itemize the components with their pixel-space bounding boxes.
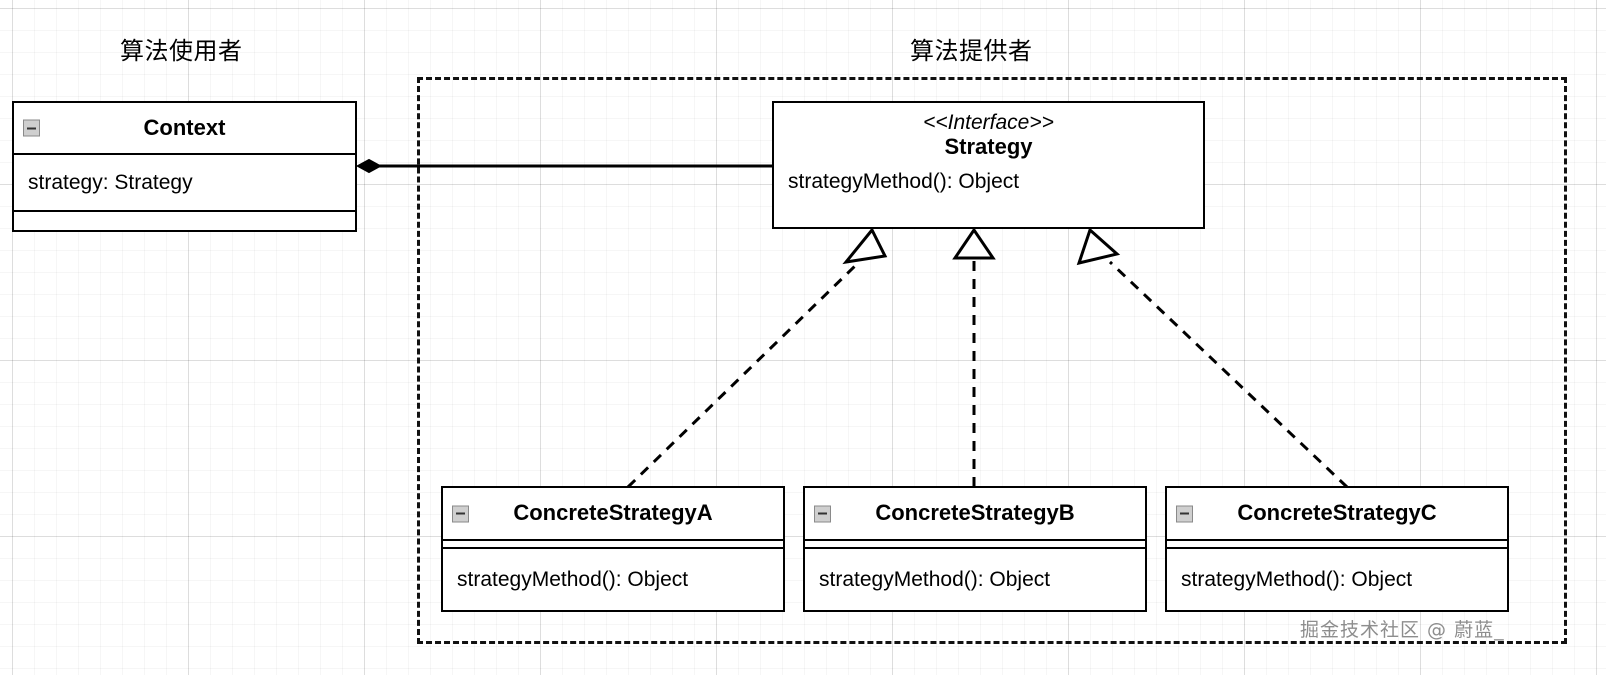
class-methods-concrete-strategy-c: strategyMethod(): Object (1167, 549, 1507, 610)
attribute-item: strategy: Strategy (28, 170, 193, 194)
class-header-concrete-strategy-b: ConcreteStrategyB (805, 488, 1145, 541)
class-box-concrete-strategy-a[interactable]: ConcreteStrategyA strategyMethod(): Obje… (441, 486, 785, 612)
class-methods-concrete-strategy-a: strategyMethod(): Object (443, 549, 783, 610)
class-header-strategy: <<Interface>> Strategy (774, 103, 1203, 170)
class-stereotype-strategy: <<Interface>> (923, 111, 1054, 134)
class-attributes-concrete-strategy-a (443, 541, 783, 549)
method-item: strategyMethod(): Object (457, 567, 689, 591)
group-caption-algorithm-user: 算法使用者 (120, 37, 243, 65)
class-methods-concrete-strategy-b: strategyMethod(): Object (805, 549, 1145, 610)
class-attributes-context: strategy: Strategy (14, 155, 355, 210)
method-item: strategyMethod(): Object (819, 567, 1051, 591)
filled-diamond-icon (355, 158, 383, 174)
class-box-concrete-strategy-b[interactable]: ConcreteStrategyB strategyMethod(): Obje… (803, 486, 1147, 612)
class-header-concrete-strategy-c: ConcreteStrategyC (1167, 488, 1507, 541)
class-name-concrete-strategy-a: ConcreteStrategyA (513, 500, 713, 526)
class-attributes-concrete-strategy-b (805, 541, 1145, 549)
class-box-strategy[interactable]: <<Interface>> Strategy strategyMethod():… (772, 101, 1205, 229)
class-header-context: Context (14, 103, 355, 155)
watermark: 掘金技术社区 @ 蔚蓝_ (1300, 619, 1505, 641)
algorithm-provider-boundary (417, 77, 1567, 644)
class-methods-strategy: strategyMethod(): Object (774, 169, 1203, 227)
minus-icon[interactable] (1176, 505, 1193, 522)
minus-icon[interactable] (452, 505, 469, 522)
class-box-concrete-strategy-c[interactable]: ConcreteStrategyC strategyMethod(): Obje… (1165, 486, 1509, 612)
class-header-concrete-strategy-a: ConcreteStrategyA (443, 488, 783, 541)
class-name-concrete-strategy-c: ConcreteStrategyC (1237, 500, 1437, 526)
class-attributes-concrete-strategy-c (1167, 541, 1507, 549)
class-name-concrete-strategy-b: ConcreteStrategyB (875, 500, 1075, 526)
minus-icon[interactable] (814, 505, 831, 522)
class-name-strategy: Strategy (944, 133, 1033, 159)
group-caption-algorithm-provider: 算法提供者 (910, 37, 1033, 65)
class-methods-context (14, 210, 355, 230)
minus-icon[interactable] (23, 119, 40, 137)
method-item: strategyMethod(): Object (788, 169, 1020, 193)
class-box-context[interactable]: Context strategy: Strategy (12, 101, 357, 232)
method-item: strategyMethod(): Object (1181, 567, 1413, 591)
class-name-context: Context (143, 114, 226, 140)
